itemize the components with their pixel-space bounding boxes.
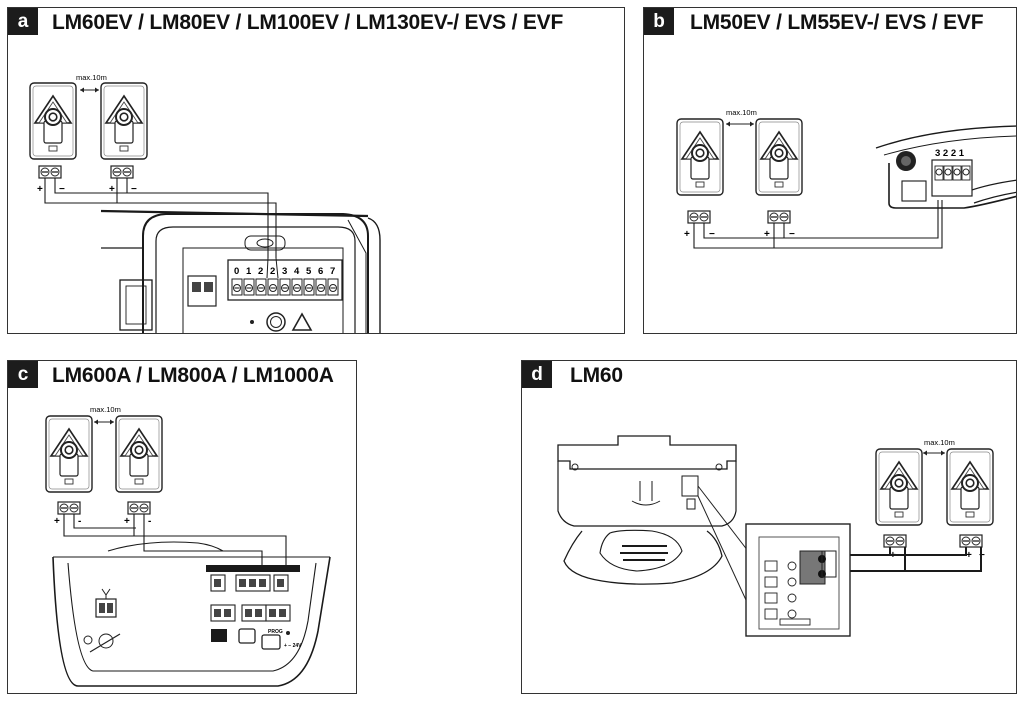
- panel-title: LM50EV / LM55EV-/ EVS / EVF: [690, 11, 984, 34]
- screw-terminal-icon: [764, 560, 778, 572]
- screw-terminal-icon: [273, 574, 289, 592]
- max-distance-label: max.10m: [924, 438, 955, 447]
- panel-d: d LM60 max.10m + - + −: [521, 360, 1017, 694]
- panel-a: a LM60EV / LM80EV / LM100EV / LM130EV-/ …: [7, 7, 625, 334]
- max-distance-label: max.10m: [726, 108, 757, 117]
- screw-terminal-icon: [961, 165, 971, 181]
- wiring-diagram-b: max.10m + − + − 3 2 2 1: [676, 108, 1016, 249]
- screw-terminal-icon: [235, 574, 271, 592]
- screw-terminal-icon: [255, 278, 267, 296]
- photo-eye-icon: [755, 118, 803, 196]
- photo-eye-icon: [946, 448, 994, 526]
- screw-terminal-icon: [327, 278, 339, 296]
- wiring-diagram-a: max.10m + − + −: [29, 73, 381, 333]
- wiring-diagram-c: max.10m + - + - + − 24V PROG: [45, 405, 331, 687]
- screw-terminal-icon: [764, 576, 778, 588]
- screw-terminal-icon: [952, 165, 962, 181]
- photo-eye-icon: [45, 415, 93, 493]
- terminal-number: 2: [270, 266, 275, 277]
- terminal-number: 6: [318, 266, 323, 277]
- screw-terminal-icon: [303, 278, 315, 296]
- plus-label: +: [966, 550, 972, 561]
- plus-label: +: [54, 516, 60, 527]
- photo-eye-icon: [115, 415, 163, 493]
- plus-label: +: [124, 516, 130, 527]
- screw-terminal-icon: [687, 210, 711, 224]
- panel-letter: d: [522, 361, 552, 388]
- plus-label: +: [764, 229, 770, 240]
- screw-terminal-icon: [127, 501, 151, 515]
- terminal-number: 2: [258, 266, 263, 277]
- terminal-number: 4: [294, 266, 300, 277]
- panel-b: b LM50EV / LM55EV-/ EVS / EVF max.10m + …: [643, 7, 1017, 334]
- screw-terminal-icon: [57, 501, 81, 515]
- panel-letter: c: [8, 361, 38, 388]
- minus-label: −: [709, 229, 715, 240]
- screw-terminal-icon: [267, 278, 279, 296]
- panel-letter: a: [8, 8, 38, 35]
- screw-terminal-icon: [265, 604, 291, 622]
- terminal-number: 7: [330, 266, 335, 277]
- screw-terminal-icon: [959, 534, 983, 548]
- photo-eye-icon: [875, 448, 923, 526]
- screw-terminal-icon: [315, 278, 327, 296]
- screw-terminal-icon: [764, 608, 778, 620]
- screw-terminal-icon: [291, 278, 303, 296]
- terminal-number: 3: [282, 266, 287, 277]
- terminal-number: 5: [306, 266, 312, 277]
- max-distance-label: max.10m: [76, 73, 107, 82]
- screw-terminal-icon: [767, 210, 791, 224]
- dash-label: -: [148, 516, 151, 527]
- terminal-numbers-b: 3 2 2 1: [935, 148, 965, 159]
- photo-eye-icon: [29, 82, 77, 160]
- panel-c: c LM600A / LM800A / LM1000A max.10m + - …: [7, 360, 357, 694]
- wiring-diagram-d: max.10m + - + −: [557, 435, 994, 637]
- screw-terminal-icon: [764, 592, 778, 604]
- vdc-label: + − 24V: [284, 643, 302, 649]
- panel-title: LM60: [570, 364, 623, 387]
- screw-terminal-icon: [934, 165, 944, 181]
- screw-terminal-icon: [243, 278, 255, 296]
- screw-terminal-icon: [210, 574, 226, 592]
- panel-title: LM60EV / LM80EV / LM100EV / LM130EV-/ EV…: [52, 11, 564, 34]
- prog-label: PROG: [268, 629, 283, 635]
- screw-terminal-icon: [187, 275, 217, 307]
- plus-label: +: [684, 229, 690, 240]
- minus-label: −: [789, 229, 795, 240]
- terminal-number: 0: [234, 266, 239, 277]
- screw-terminal-icon: [110, 165, 134, 179]
- screw-terminal-icon: [241, 604, 267, 622]
- terminal-number: 1: [246, 266, 252, 277]
- warning-triangle-icon: [291, 312, 313, 331]
- panel-letter: b: [644, 8, 674, 35]
- screw-terminal-icon: [38, 165, 62, 179]
- minus-label: −: [59, 184, 65, 195]
- max-distance-label: max.10m: [90, 405, 121, 414]
- panel-title: LM600A / LM800A / LM1000A: [52, 364, 334, 387]
- photo-eye-icon: [676, 118, 724, 196]
- screw-terminal-icon: [883, 534, 907, 548]
- minus-label: −: [131, 184, 137, 195]
- plus-label: +: [109, 184, 115, 195]
- dash-label: -: [78, 516, 81, 527]
- screw-terminal-icon: [279, 278, 291, 296]
- screw-terminal-icon: [931, 159, 973, 197]
- screw-terminal-icon: [210, 604, 236, 622]
- screw-terminal-icon: [231, 278, 243, 296]
- photo-eye-icon: [100, 82, 148, 160]
- screw-terminal-icon: [95, 598, 117, 618]
- plus-label: +: [37, 184, 43, 195]
- screw-terminal-icon: [943, 165, 953, 181]
